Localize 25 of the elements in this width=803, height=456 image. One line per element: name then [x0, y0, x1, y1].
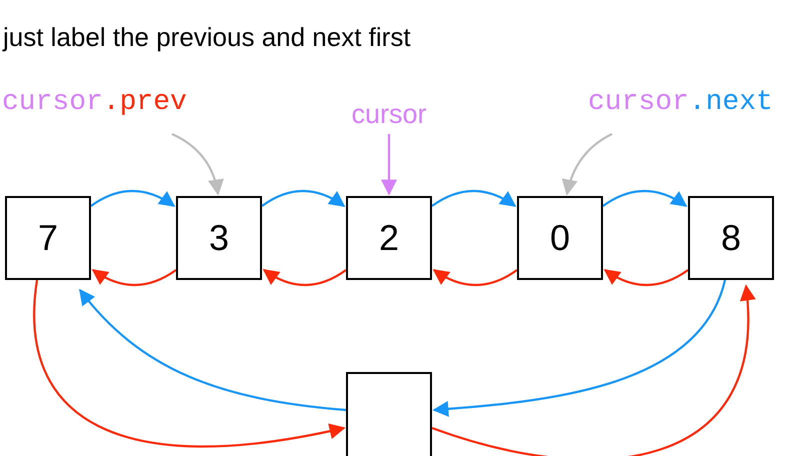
arrow — [261, 190, 346, 207]
list-node-box: 7 — [5, 196, 91, 280]
list-node-box: 8 — [688, 196, 774, 280]
arrow — [604, 269, 689, 286]
arrow — [431, 190, 516, 207]
list-node-box: 3 — [176, 196, 262, 280]
sentinel-box — [346, 372, 432, 456]
pointer-label: cursor.next — [588, 82, 803, 124]
arrow — [79, 288, 346, 412]
pointer-label: cursor — [329, 94, 449, 134]
pointer-label: cursor.prev — [2, 82, 222, 124]
arrow — [432, 284, 755, 456]
arrow — [90, 190, 176, 207]
arrow — [432, 269, 518, 286]
arrow — [562, 133, 613, 196]
arrow — [262, 269, 347, 286]
arrow — [432, 280, 726, 417]
arrow — [33, 280, 346, 448]
arrow — [381, 134, 397, 196]
list-node-box: 2 — [346, 196, 432, 280]
title: just label the previous and next first — [3, 21, 411, 54]
arrow — [92, 269, 177, 286]
arrow — [602, 190, 688, 207]
list-node-box: 0 — [517, 196, 603, 280]
arrow — [172, 133, 224, 196]
